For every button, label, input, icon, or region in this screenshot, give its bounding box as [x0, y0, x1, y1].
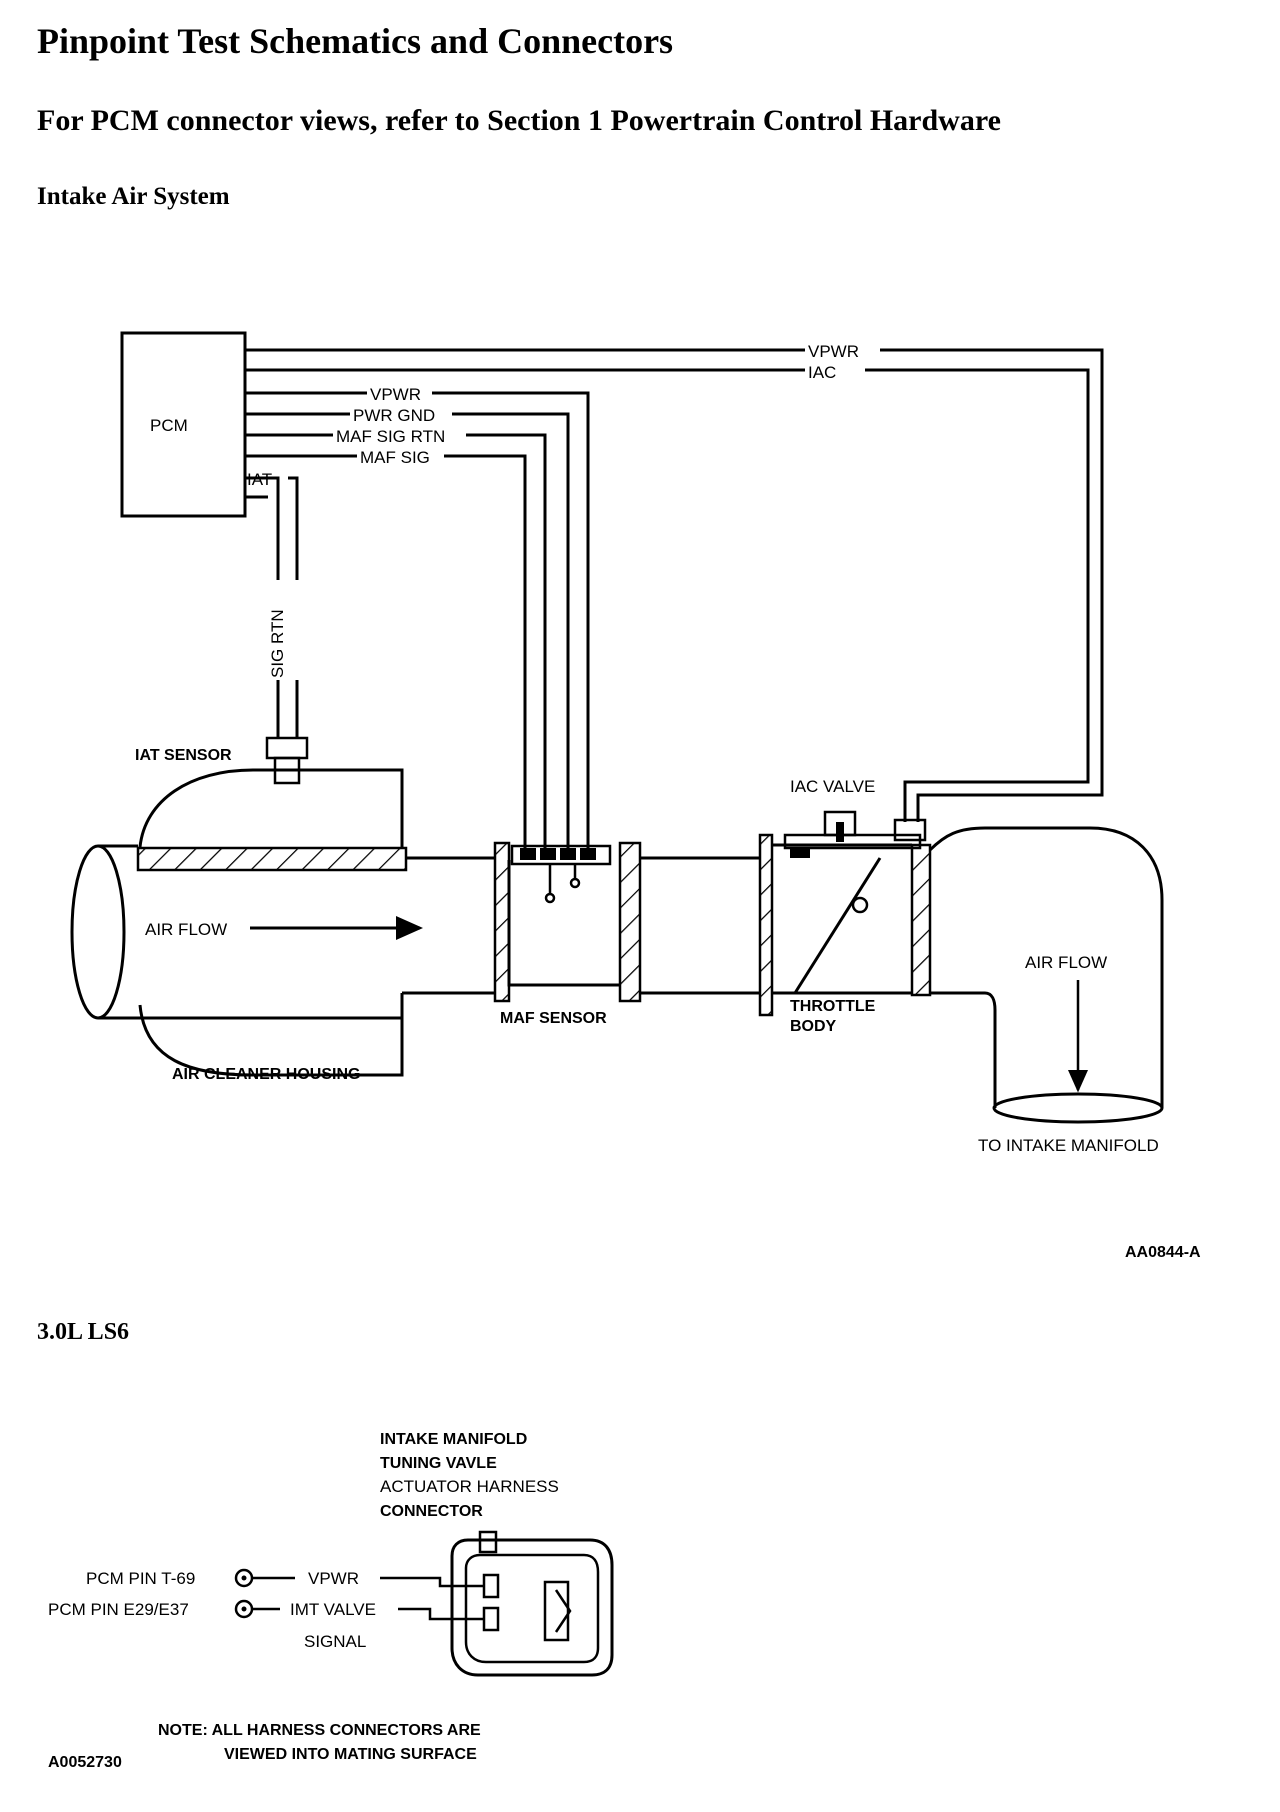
maf-sensor — [493, 841, 760, 1003]
iac-valve-label: IAC VALVE — [790, 777, 875, 796]
intake-manifold-label: TO INTAKE MANIFOLD — [978, 1136, 1159, 1155]
wire-label-iat: IAT — [247, 470, 272, 489]
section-heading-engine: 3.0L LS6 — [37, 1319, 130, 1345]
pcm-pin-e29-e37-label: PCM PIN E29/E37 — [48, 1600, 189, 1619]
wiring-harness — [245, 348, 1104, 850]
connector-figure-id: A0052730 — [48, 1754, 122, 1771]
intake-figure-id: AA0844-A — [1125, 1244, 1201, 1261]
throttle-body — [758, 810, 932, 1017]
connector-note-line2: VIEWED INTO MATING SURFACE — [224, 1746, 477, 1763]
connector-title-line1: INTAKE MANIFOLD — [380, 1431, 527, 1448]
connector-title-line3: ACTUATOR HARNESS — [380, 1477, 559, 1496]
wire-label-sig-rtn: SIG RTN — [268, 609, 287, 678]
wire-label-pwr-gnd: PWR GND — [353, 406, 435, 425]
air-cleaner-label: AIR CLEANER HOUSING — [172, 1066, 360, 1083]
throttle-body-label-line1: THROTTLE — [790, 998, 876, 1015]
intake-elbow — [928, 826, 1164, 1124]
pin2-signal-label-line2: SIGNAL — [304, 1632, 366, 1651]
iat-sensor — [265, 736, 309, 785]
wire-label-vpwr: VPWR — [370, 385, 421, 404]
maf-sensor-label: MAF SENSOR — [500, 1010, 607, 1027]
intake-air-system-diagram: PCM VPWR — [70, 331, 1201, 1261]
air-flow-label-right: AIR FLOW — [1025, 953, 1107, 972]
pcm-pin-t69-label: PCM PIN T-69 — [86, 1569, 195, 1588]
connector-title-line4: CONNECTOR — [380, 1503, 483, 1520]
harness-connector — [450, 1530, 614, 1677]
pin2-signal-label-line1: IMT VALVE — [290, 1600, 376, 1619]
pcm-module — [120, 331, 247, 518]
wire-label-maf-sig-rtn: MAF SIG RTN — [336, 427, 445, 446]
pin1-signal-label: VPWR — [308, 1569, 359, 1588]
wire-label-iac: IAC — [808, 363, 836, 382]
iat-sensor-label: IAT SENSOR — [135, 747, 232, 764]
wire-label-maf-sig: MAF SIG — [360, 448, 430, 467]
pcm-label: PCM — [150, 416, 188, 435]
wire-label-vpwr-top: VPWR — [808, 342, 859, 361]
section-heading-intake: Intake Air System — [37, 183, 230, 210]
page-subtitle: For PCM connector views, refer to Sectio… — [37, 104, 1001, 137]
connector-note-line1: NOTE: ALL HARNESS CONNECTORS ARE — [158, 1722, 481, 1739]
imt-connector-diagram: INTAKE MANIFOLD TUNING VAVLE ACTUATOR HA… — [48, 1431, 614, 1771]
page-title: Pinpoint Test Schematics and Connectors — [37, 21, 674, 61]
connector-title-line2: TUNING VAVLE — [380, 1455, 497, 1472]
air-flow-label-left: AIR FLOW — [145, 920, 227, 939]
throttle-body-label-line2: BODY — [790, 1018, 837, 1035]
air-cleaner-housing — [70, 768, 495, 1077]
